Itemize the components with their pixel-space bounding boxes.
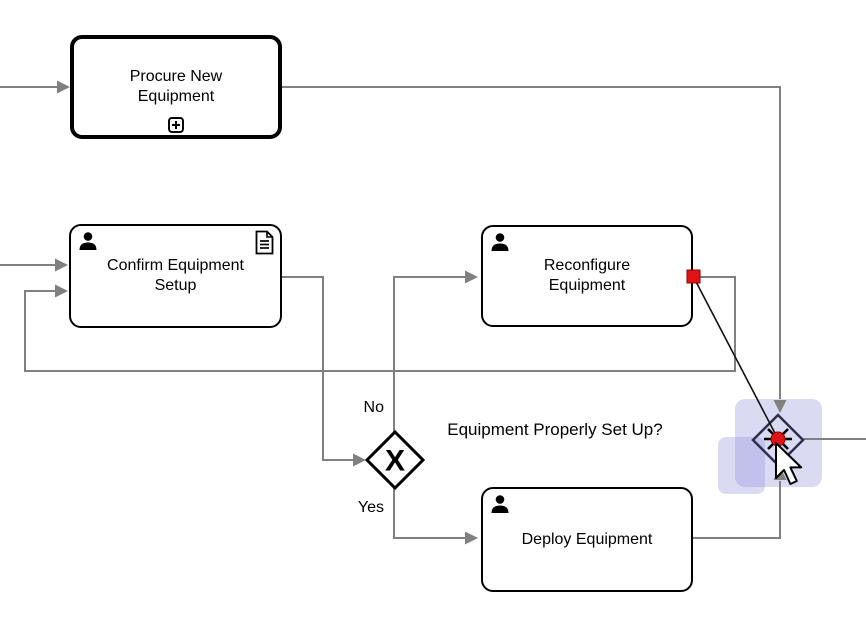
task-label: Equipment: [548, 277, 626, 294]
arrowhead: [465, 531, 478, 545]
arrowhead: [465, 270, 478, 284]
arrowhead: [55, 258, 68, 272]
flow-label-yes: Yes: [357, 499, 384, 516]
user-icon: [79, 232, 97, 250]
decision-gateway[interactable]: X: [364, 429, 426, 491]
flow-yes-to-deploy[interactable]: [393, 488, 465, 539]
task-confirm-equipment-setup[interactable]: Confirm Equipment Setup: [69, 224, 282, 328]
task-deploy-equipment[interactable]: Deploy Equipment: [481, 487, 693, 592]
arrowhead: [57, 80, 70, 94]
flow-no-to-reconfigure[interactable]: [393, 276, 465, 432]
arrowhead: [353, 453, 366, 467]
user-icon: [491, 233, 509, 251]
task-reconfigure-equipment[interactable]: Reconfigure Equipment: [481, 225, 693, 327]
task-label: Setup: [154, 277, 197, 294]
user-icon: [491, 495, 509, 513]
task-label: Deploy Equipment: [521, 530, 653, 548]
arrowhead: [55, 284, 68, 298]
task-label: Confirm Equipment: [107, 257, 244, 274]
flow-label-no: No: [363, 399, 384, 416]
task-procure-new-equipment[interactable]: Procure New Equipment: [70, 35, 282, 139]
drop-target-highlight-secondary: [718, 437, 765, 494]
gateway-question-label: Equipment Properly Set Up?: [447, 420, 663, 439]
task-label: Equipment: [137, 88, 215, 105]
subprocess-plus-icon: [168, 117, 184, 133]
gateway-x-marker: X: [385, 445, 405, 478]
task-label: Procure New: [129, 68, 223, 85]
task-label: Reconfigure: [543, 257, 631, 274]
flow-confirm-to-decision[interactable]: [282, 276, 354, 461]
document-icon: [255, 230, 274, 255]
